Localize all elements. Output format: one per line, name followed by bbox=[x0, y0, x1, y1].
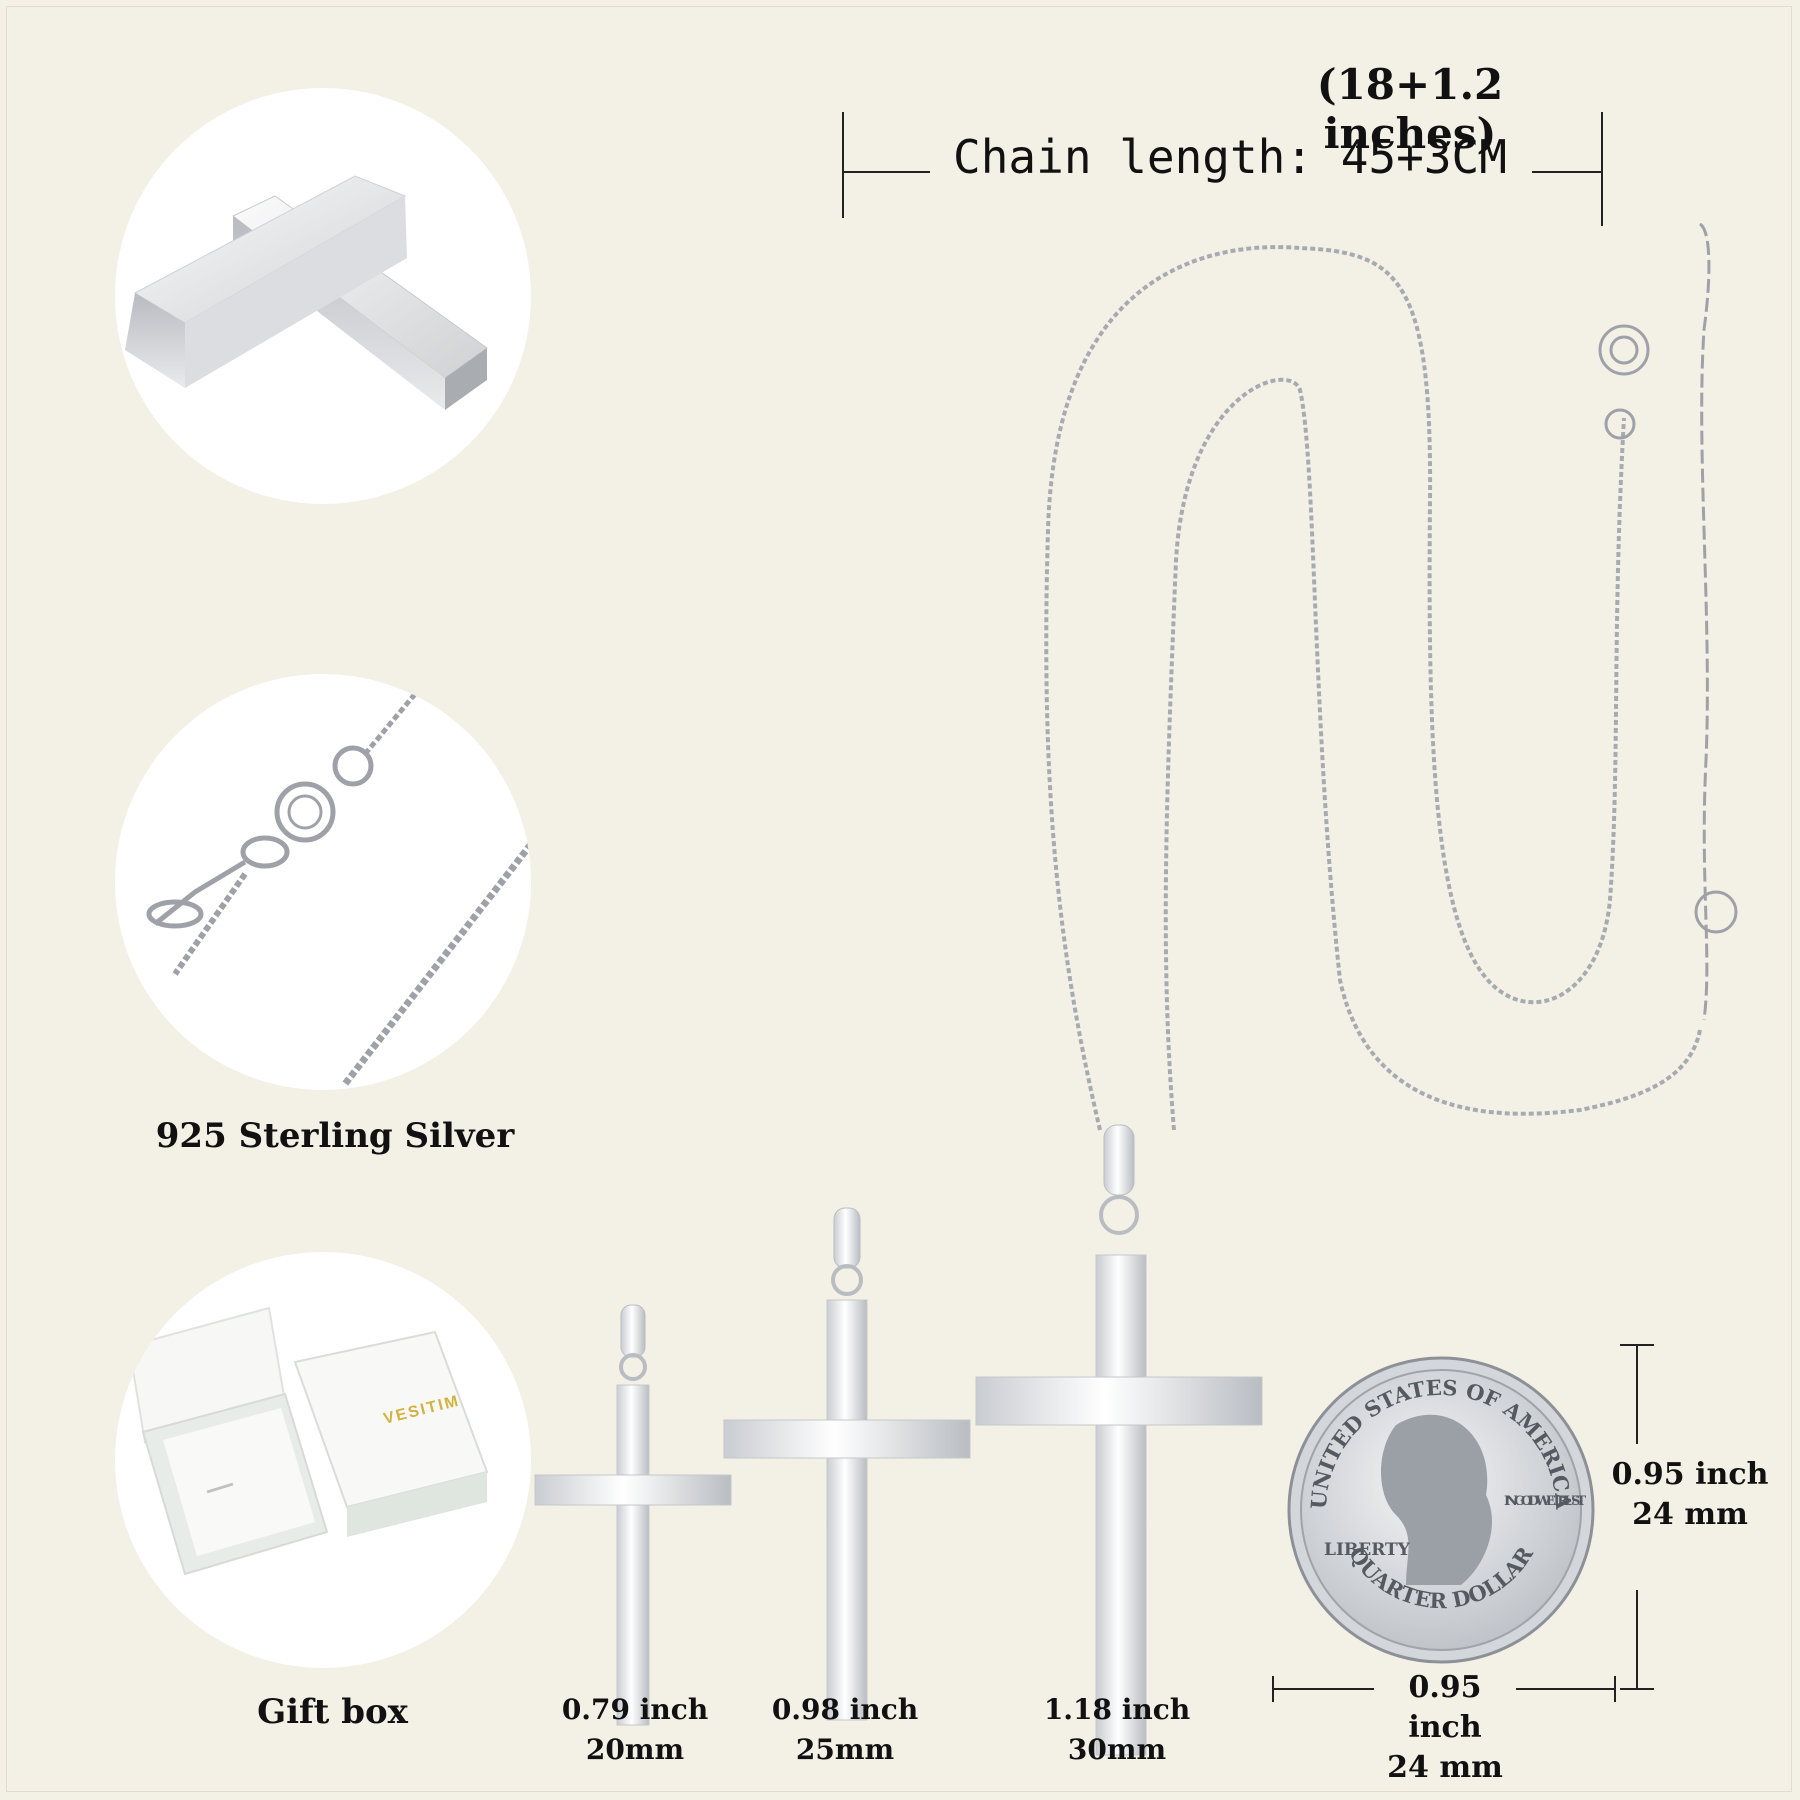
silver-bars-circle bbox=[115, 88, 531, 504]
coin-width-line-left bbox=[1272, 1688, 1374, 1690]
quarter-coin-image: UNITED STATES OF AMERICA QUARTER DOLLAR … bbox=[1287, 1356, 1595, 1664]
clasp-detail-image bbox=[146, 692, 531, 1087]
coin-height-mm: 24 mm bbox=[1632, 1497, 1748, 1532]
cross-large-size: 1.18 inch 30mm bbox=[1022, 1690, 1212, 1770]
gift-caption: Gift box bbox=[257, 1692, 408, 1732]
chain-measure-tick-right bbox=[1601, 112, 1603, 226]
cross-medium-inch: 0.98 inch bbox=[771, 1693, 919, 1726]
cross-small-size: 0.79 inch 20mm bbox=[540, 1690, 730, 1770]
chain-measure-tick-left bbox=[842, 112, 844, 218]
gift-box-circle: VESITIM bbox=[115, 1252, 531, 1668]
cross-large-mm: 30mm bbox=[1067, 1733, 1167, 1766]
chain-length-label: Chain length: 45+3CM bbox=[953, 130, 1507, 184]
cross-medium-size: 0.98 inch 25mm bbox=[750, 1690, 940, 1770]
coin-motto-text: IN GOD WE TRUST bbox=[1504, 1494, 1586, 1509]
clasp-detail-circle bbox=[115, 674, 531, 1090]
coin-width-label: 0.95 inch 24 mm bbox=[1370, 1668, 1520, 1788]
coin-width-inch: 0.95 inch bbox=[1408, 1670, 1482, 1745]
gift-box-image: VESITIM bbox=[127, 1306, 489, 1576]
cross-medium-mm: 25mm bbox=[795, 1733, 895, 1766]
silver-caption: 925 Sterling Silver bbox=[155, 1116, 515, 1156]
cross-pendant-medium bbox=[723, 1207, 971, 1721]
coin-width-mm: 24 mm bbox=[1387, 1750, 1503, 1785]
coin-height-label: 0.95 inch 24 mm bbox=[1590, 1455, 1790, 1535]
cross-small-inch: 0.79 inch bbox=[561, 1693, 709, 1726]
coin-width-tick-right bbox=[1614, 1676, 1616, 1702]
coin-height-tick-bottom bbox=[1620, 1688, 1654, 1690]
silver-bars-image bbox=[125, 175, 488, 410]
cross-small-mm: 20mm bbox=[585, 1733, 685, 1766]
cross-pendant-small bbox=[534, 1304, 732, 1726]
cross-large-inch: 1.18 inch bbox=[1043, 1693, 1191, 1726]
necklace-chain-image bbox=[1044, 222, 1738, 1131]
coin-height-line-upper bbox=[1636, 1344, 1638, 1444]
chain-measure-line-left bbox=[842, 171, 930, 173]
coin-width-line-right bbox=[1516, 1688, 1616, 1690]
coin-liberty-text: LIBERTY bbox=[1324, 1540, 1411, 1560]
page-frame bbox=[6, 6, 1792, 1792]
chain-measure-line-right bbox=[1532, 171, 1602, 173]
coin-height-line-lower bbox=[1636, 1590, 1638, 1690]
cross-pendant-large bbox=[975, 1124, 1263, 1756]
chain-length-inches: (18+1.2 inches) bbox=[1316, 60, 1504, 158]
coin-height-inch: 0.95 inch bbox=[1611, 1457, 1769, 1492]
